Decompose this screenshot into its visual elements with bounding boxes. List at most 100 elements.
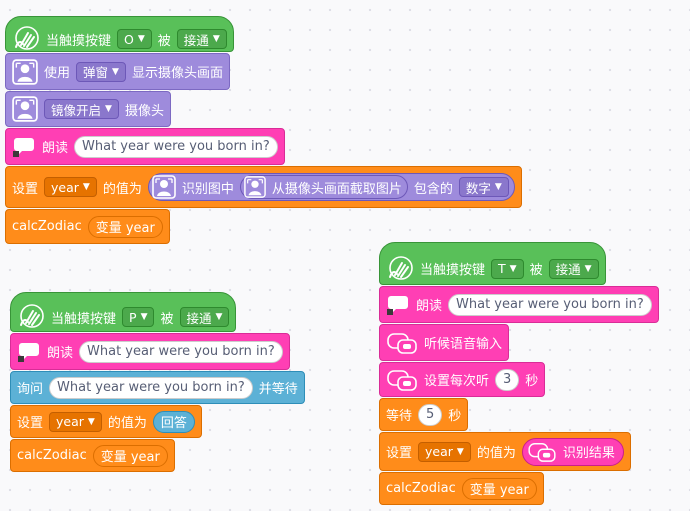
calc-zodiac-block[interactable]: calcZodiac 变量 year: [10, 439, 175, 472]
to-label: 的值为: [107, 416, 147, 431]
script-stack-key-t: 当触摸按键 T▼ 被 接通▼ 朗读 What year were you bor…: [379, 242, 659, 506]
chevron-down-icon: ▼: [456, 446, 464, 457]
state-dropdown[interactable]: 接通▼: [176, 29, 227, 49]
when-key-touched-o-block[interactable]: 当触摸按键 O▼ 被 接通▼: [5, 16, 234, 52]
calc-zodiac-label: calcZodiac: [17, 448, 87, 463]
year-variable-reporter[interactable]: 变量 year: [461, 477, 537, 500]
set-label: 设置: [17, 416, 44, 431]
camera-mirror-block[interactable]: 镜像开启▼ 摄像头: [5, 91, 171, 127]
microphone-chat-icon: [386, 331, 418, 355]
hat-label: 当触摸按键: [51, 311, 117, 327]
speech-bubble-icon: [12, 135, 36, 159]
display-mode-value: 弹窗: [83, 65, 109, 80]
when-key-touched-t-block[interactable]: 当触摸按键 T▼ 被 接通▼: [379, 242, 606, 285]
speech-result-reporter[interactable]: 识别结果: [521, 437, 624, 466]
wait-block[interactable]: 等待 5 秒: [379, 398, 469, 431]
mirror-dropdown[interactable]: 镜像开启▼: [44, 99, 119, 119]
speak-label: 朗读: [42, 141, 69, 156]
wait-label: 等待: [386, 409, 413, 424]
state-value: 接通: [183, 32, 209, 48]
seconds-unit-label: 秒: [525, 374, 539, 389]
year-variable-reporter[interactable]: 变量 year: [92, 444, 168, 467]
variable-dropdown[interactable]: year▼: [49, 411, 102, 432]
person-camera-icon: [12, 96, 38, 122]
set-variable-block[interactable]: 设置 year▼ 的值为 识别图中 从摄像头画面截取图片 包含的 数字▼: [5, 166, 522, 208]
speak-block[interactable]: 朗读 What year were you born in?: [379, 286, 659, 323]
show-camera-block[interactable]: 使用 弹窗▼ 显示摄像头画面: [5, 53, 230, 90]
wait-label: 并等待: [258, 382, 298, 397]
speak-text-input[interactable]: What year were you born in?: [448, 293, 652, 316]
chevron-down-icon: ▼: [112, 66, 119, 77]
capture-label: 从摄像头画面截取图片: [271, 181, 402, 197]
calc-zodiac-label: calcZodiac: [12, 219, 82, 234]
key-value: T: [498, 261, 506, 276]
speak-label: 朗读: [47, 346, 74, 361]
key-dropdown[interactable]: P▼: [122, 307, 155, 327]
chevron-down-icon: ▼: [494, 182, 502, 192]
speak-block[interactable]: 朗读 What year were you born in?: [10, 333, 290, 370]
microphone-chat-icon: [527, 441, 557, 463]
answer-reporter[interactable]: 回答: [152, 410, 195, 433]
chevron-down-icon: ▼: [82, 182, 90, 192]
calc-zodiac-block[interactable]: calcZodiac 变量 year: [379, 472, 544, 505]
variable-value: year: [56, 414, 84, 429]
calc-zodiac-block[interactable]: calcZodiac 变量 year: [5, 209, 170, 244]
calc-zodiac-label: calcZodiac: [386, 481, 456, 496]
speak-text-input[interactable]: What year were you born in?: [74, 135, 278, 158]
state-dropdown[interactable]: 接通▼: [179, 307, 230, 327]
ask-text-input[interactable]: What year were you born in?: [49, 376, 253, 399]
year-variable-reporter[interactable]: 变量 year: [87, 215, 163, 238]
chevron-down-icon: ▼: [87, 416, 95, 427]
listen-voice-block[interactable]: 听候语音输入: [379, 324, 510, 361]
microphone-chat-icon: [386, 368, 418, 392]
by-label: 被: [160, 311, 174, 327]
set-label: 设置: [386, 446, 413, 461]
chevron-down-icon: ▼: [215, 312, 223, 322]
state-dropdown[interactable]: 接通▼: [548, 258, 599, 279]
when-key-touched-p-block[interactable]: 当触摸按键 P▼ 被 接通▼: [10, 292, 237, 332]
touch-hand-icon: [386, 255, 414, 283]
key-dropdown[interactable]: T▼: [491, 258, 524, 279]
set-variable-block[interactable]: 设置 year▼ 的值为 回答: [10, 405, 202, 438]
seconds-unit-label: 秒: [448, 409, 462, 424]
speech-result-label: 识别结果: [562, 446, 615, 461]
hat-label: 当触摸按键: [420, 263, 486, 278]
chevron-down-icon: ▼: [140, 312, 148, 322]
variable-dropdown[interactable]: year▼: [418, 441, 471, 462]
capture-image-reporter[interactable]: 从摄像头画面截取图片: [239, 175, 408, 199]
person-camera-icon: [152, 175, 176, 199]
to-label: 的值为: [476, 446, 516, 461]
recognize-image-reporter[interactable]: 识别图中 从摄像头画面截取图片 包含的 数字▼: [147, 173, 515, 201]
chevron-down-icon: ▼: [137, 34, 145, 44]
speak-text-input[interactable]: What year were you born in?: [79, 340, 283, 363]
show-camera-label: 显示摄像头画面: [131, 66, 223, 81]
wait-seconds-input[interactable]: 5: [418, 403, 443, 426]
listen-label: 听候语音输入: [424, 337, 503, 352]
listen-seconds-input[interactable]: 3: [495, 368, 520, 391]
variable-dropdown[interactable]: year▼: [44, 177, 97, 197]
variable-value: year: [51, 179, 79, 195]
recognize-label: 识别图中: [181, 181, 234, 197]
display-mode-dropdown[interactable]: 弹窗▼: [76, 61, 126, 82]
by-label: 被: [529, 263, 543, 278]
touch-hand-icon: [12, 25, 40, 53]
recognize-type-dropdown[interactable]: 数字▼: [458, 177, 509, 197]
variable-value: year: [425, 444, 453, 459]
chevron-down-icon: ▼: [212, 34, 220, 44]
script-stack-key-p: 当触摸按键 P▼ 被 接通▼ 朗读 What year were you bor…: [10, 292, 305, 473]
hat-label: 当触摸按键: [46, 33, 112, 49]
speak-block[interactable]: 朗读 What year were you born in?: [5, 128, 285, 165]
by-label: 被: [157, 33, 171, 49]
touch-hand-icon: [17, 303, 45, 331]
person-camera-icon: [12, 59, 38, 85]
listen-duration-block[interactable]: 设置每次听 3 秒: [379, 362, 546, 397]
key-value: P: [129, 309, 137, 325]
chevron-down-icon: ▼: [584, 263, 592, 274]
set-variable-block[interactable]: 设置 year▼ 的值为 识别结果: [379, 432, 631, 471]
ask-and-wait-block[interactable]: 询问 What year were you born in? 并等待: [10, 371, 305, 404]
recognize-type-value: 数字: [465, 180, 491, 196]
to-label: 的值为: [102, 181, 142, 197]
key-dropdown[interactable]: O▼: [117, 29, 152, 49]
chevron-down-icon: ▼: [105, 104, 112, 114]
camera-label: 摄像头: [124, 103, 164, 119]
